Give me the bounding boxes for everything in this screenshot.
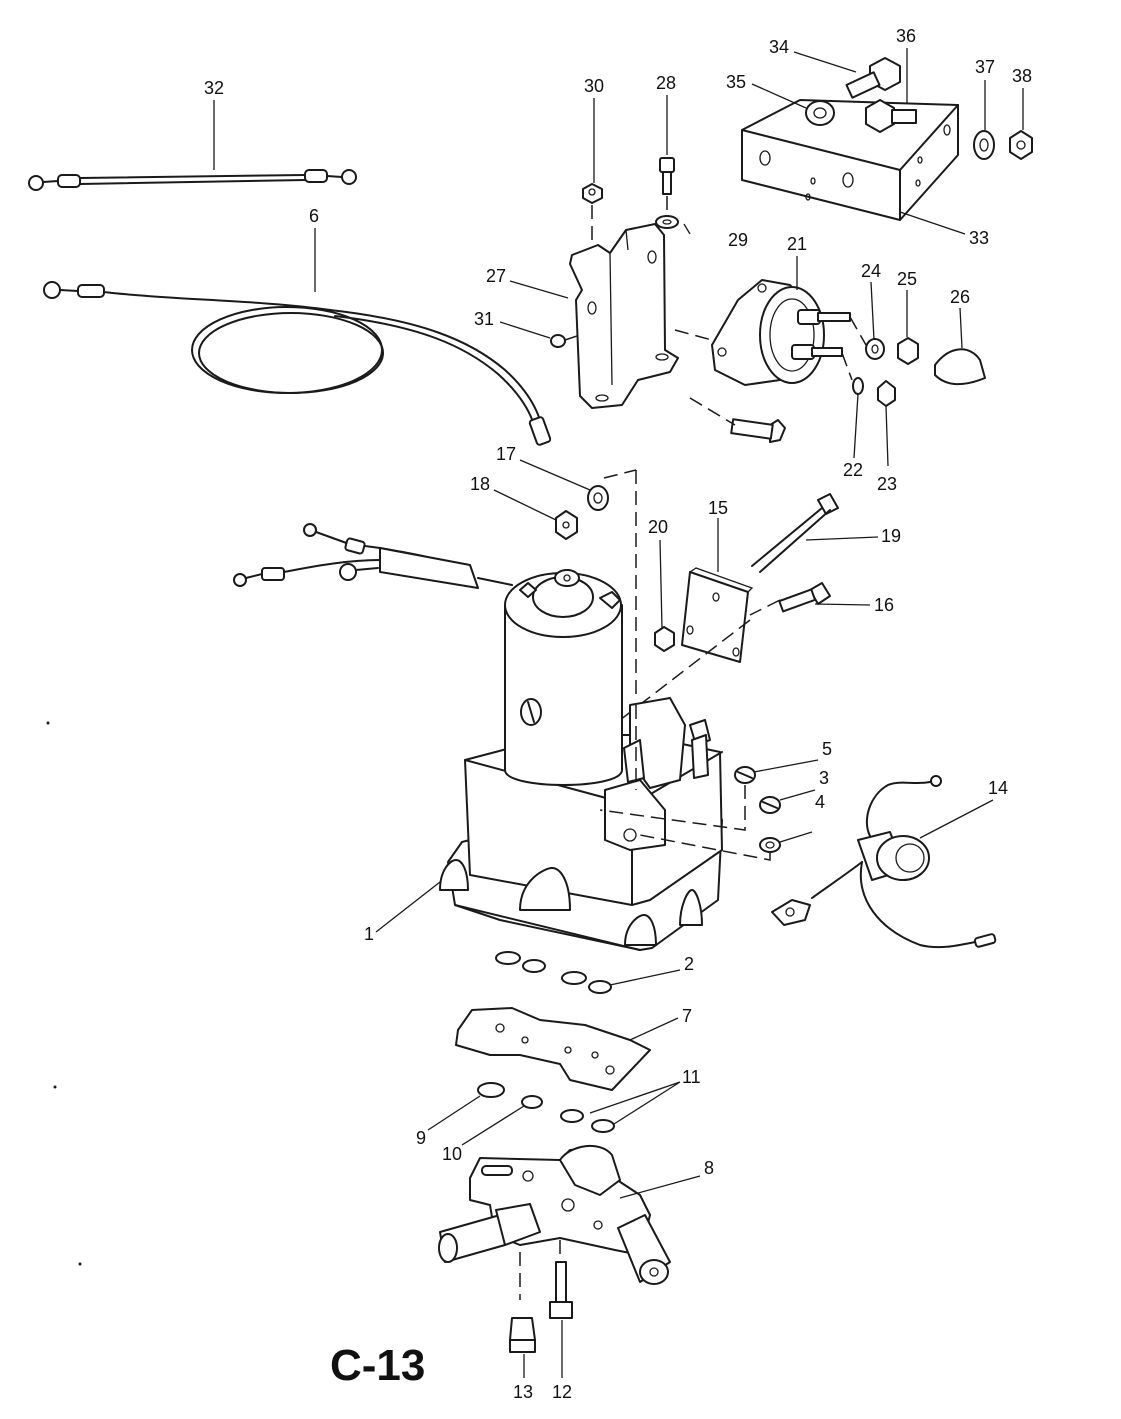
hardware-15-20 xyxy=(555,469,839,721)
bracket-33 xyxy=(741,99,959,221)
switch-14 xyxy=(771,775,997,949)
hardware-22-26 xyxy=(852,337,986,407)
callout-32: 32 xyxy=(204,78,224,98)
hardware-34-38 xyxy=(805,57,1033,160)
callout-22: 22 xyxy=(843,460,863,480)
callout-28: 28 xyxy=(656,73,676,93)
callout-3: 3 xyxy=(819,768,829,788)
callout-36: 36 xyxy=(896,26,916,46)
callout-12: 12 xyxy=(552,1382,572,1402)
callout-18: 18 xyxy=(470,474,490,494)
callout-20: 20 xyxy=(648,517,668,537)
callout-34: 34 xyxy=(769,37,789,57)
callout-17: 17 xyxy=(496,444,516,464)
cable-32 xyxy=(28,169,357,191)
callout-labels: 32 6 30 28 29 27 31 34 35 36 37 38 33 21… xyxy=(204,26,1032,1402)
callout-4: 4 xyxy=(815,792,825,812)
callout-23: 23 xyxy=(877,474,897,494)
bracket-27 xyxy=(569,223,679,409)
callout-26: 26 xyxy=(950,287,970,307)
callout-24: 24 xyxy=(861,261,881,281)
callout-25: 25 xyxy=(897,269,917,289)
callout-13: 13 xyxy=(513,1382,533,1402)
leader-lines xyxy=(213,48,1024,1378)
callout-35: 35 xyxy=(726,72,746,92)
callout-11: 11 xyxy=(682,1067,701,1087)
solenoid-21 xyxy=(689,279,867,443)
callout-38: 38 xyxy=(1012,66,1032,86)
callout-14: 14 xyxy=(988,778,1008,798)
callout-19: 19 xyxy=(881,526,901,546)
callout-15: 15 xyxy=(708,498,728,518)
o-rings-9-10-11 xyxy=(477,1082,615,1133)
motor-wire-leads xyxy=(233,523,513,589)
hardware-28-29-30-31 xyxy=(550,157,731,348)
callout-16: 16 xyxy=(874,595,894,615)
figure-code: C-13 xyxy=(330,1341,425,1390)
callout-10: 10 xyxy=(442,1144,462,1164)
callout-31: 31 xyxy=(474,309,494,329)
callout-37: 37 xyxy=(975,57,995,77)
o-rings-2 xyxy=(495,951,612,994)
callout-29: 29 xyxy=(728,230,748,250)
callout-1: 1 xyxy=(364,924,374,944)
callout-6: 6 xyxy=(309,206,319,226)
hardware-3-5 xyxy=(599,766,781,861)
cable-6 xyxy=(43,281,552,446)
callout-5: 5 xyxy=(822,739,832,759)
callout-30: 30 xyxy=(584,76,604,96)
callout-21: 21 xyxy=(787,234,807,254)
callout-33: 33 xyxy=(969,228,989,248)
valve-body-8 xyxy=(438,1144,671,1300)
hardware-12-13 xyxy=(509,1261,573,1353)
callout-8: 8 xyxy=(704,1158,714,1178)
gasket-7 xyxy=(455,1007,651,1091)
scan-specks xyxy=(46,721,82,1266)
callout-2: 2 xyxy=(684,954,694,974)
pump-motor-assembly-1 xyxy=(439,569,723,951)
callout-7: 7 xyxy=(682,1006,692,1026)
callout-27: 27 xyxy=(486,266,506,286)
callout-9: 9 xyxy=(416,1128,426,1148)
